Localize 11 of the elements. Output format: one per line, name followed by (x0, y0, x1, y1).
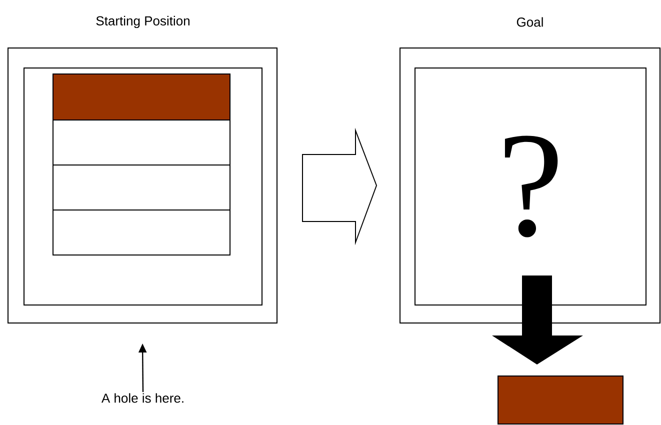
heading: Starting Position (96, 16, 190, 28)
block (52, 74, 230, 120)
block (498, 375, 624, 424)
block-arrow (492, 275, 583, 364)
box (52, 120, 230, 166)
question-mark-box: ? (414, 68, 646, 306)
box (52, 164, 230, 210)
heading: Goal (516, 17, 543, 27)
hollow-arrow (302, 128, 378, 246)
note-text: A hole is here. (102, 393, 184, 403)
box (52, 210, 230, 256)
